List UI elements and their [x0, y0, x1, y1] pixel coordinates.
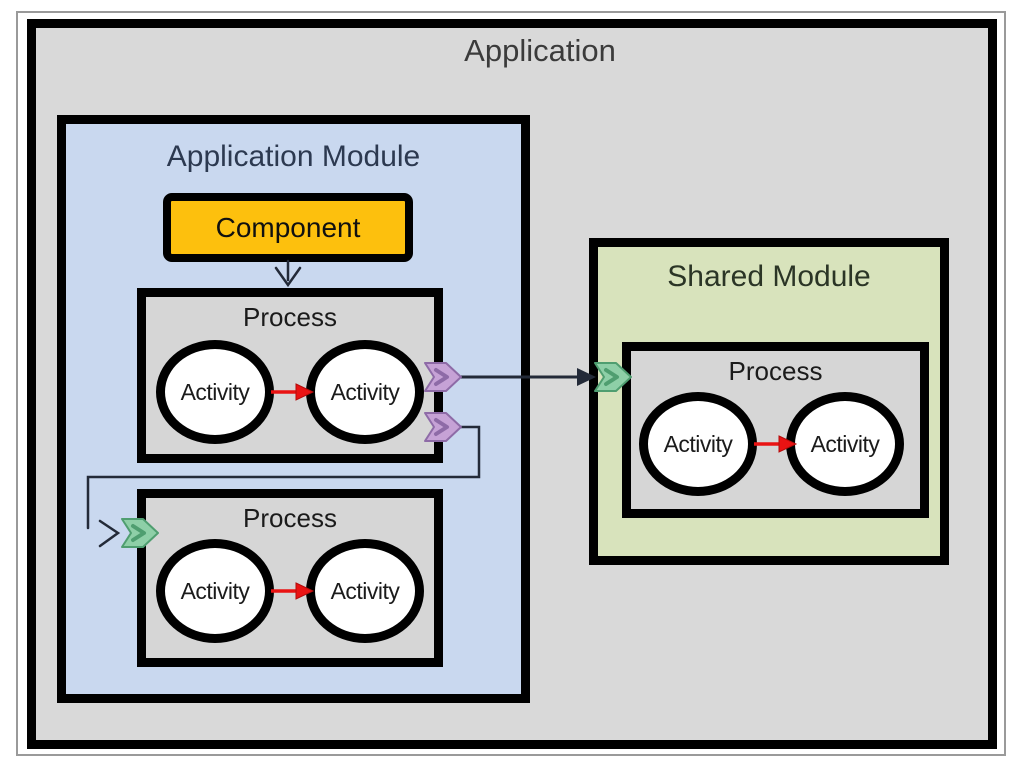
- activity-node: Activity: [786, 392, 904, 496]
- activity-label: Activity: [330, 577, 400, 604]
- process-title: Process: [243, 503, 337, 533]
- page-frame: [16, 11, 1006, 756]
- activity-label: Activity: [663, 430, 733, 457]
- process-title: Process: [243, 302, 337, 332]
- application-title: Application: [464, 33, 616, 68]
- activity-node: Activity: [156, 340, 274, 444]
- component-node: Component: [163, 193, 413, 262]
- activity-node: Activity: [306, 340, 424, 444]
- activity-node: Activity: [639, 392, 757, 496]
- activity-label: Activity: [180, 577, 250, 604]
- activity-node: Activity: [156, 539, 274, 643]
- activity-label: Activity: [180, 378, 250, 405]
- process-title: Process: [728, 356, 823, 386]
- application-module-title: Application Module: [166, 140, 421, 173]
- activity-label: Activity: [330, 378, 400, 405]
- activity-label: Activity: [810, 430, 880, 457]
- component-label: Component: [215, 211, 361, 243]
- shared-module-title: Shared Module: [667, 260, 871, 293]
- activity-node: Activity: [306, 539, 424, 643]
